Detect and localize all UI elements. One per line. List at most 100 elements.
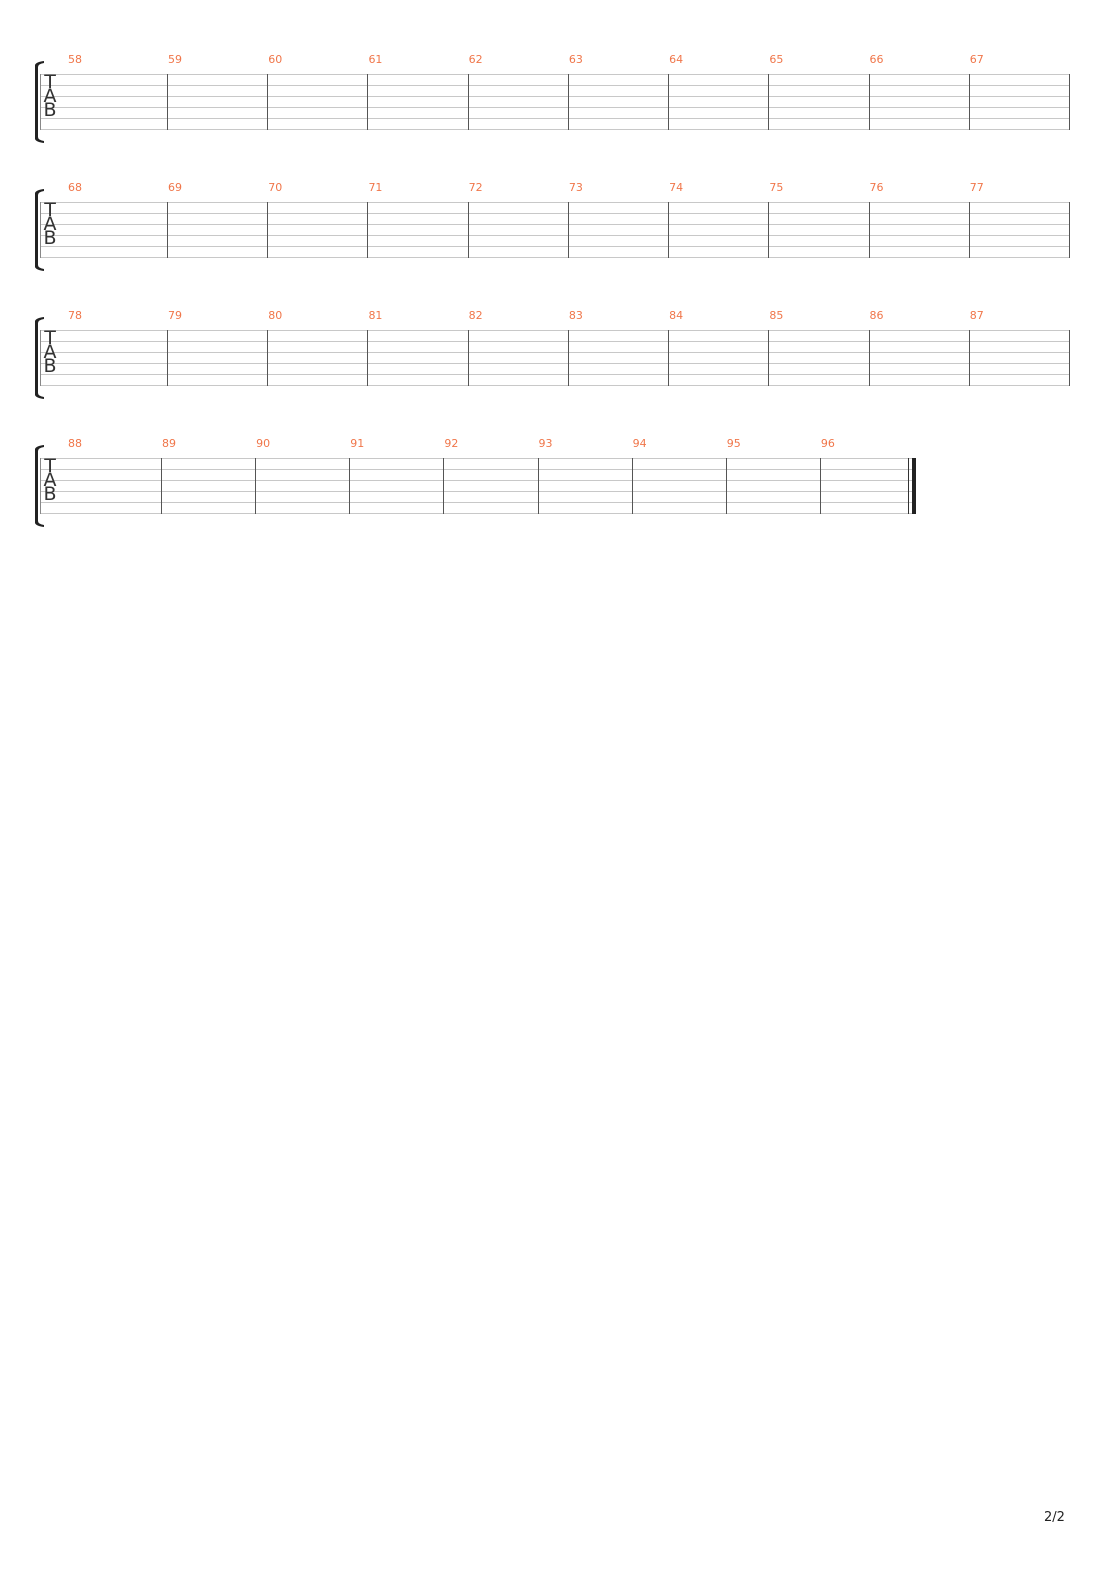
barline [668,74,669,130]
measure-number: 91 [350,437,365,450]
tab-clef-letter: A [43,213,57,235]
opening-barline [40,458,41,514]
barline [167,202,168,258]
barline [367,74,368,130]
string-line [40,330,1070,331]
measure-number: 96 [820,437,835,450]
measure-number: 72 [468,181,483,194]
string-line [40,480,915,481]
measure-number: 67 [969,53,984,66]
barline [668,202,669,258]
measure-number: 94 [632,437,647,450]
measure-number: 79 [168,309,182,322]
barline [768,202,769,258]
barline [267,330,268,386]
measure-number: 71 [368,181,383,194]
string-line [40,363,1070,364]
final-barline-thin [908,458,909,514]
string-line [40,458,915,459]
measure-number: 87 [969,309,984,322]
measure-number: 81 [368,309,383,322]
string-line [40,107,1070,108]
measure-number: 70 [268,181,283,194]
measure-number: 90 [256,437,271,450]
measure-number: 61 [368,53,383,66]
measure-number: 86 [869,309,884,322]
measure-number: 95 [726,437,741,450]
string-line [40,213,1070,214]
barline [768,74,769,130]
barline [1069,74,1070,130]
tab-clef-letter: A [43,85,57,107]
barline [820,458,821,514]
string-line [40,469,915,470]
measure-number: 84 [669,309,684,322]
string-line [40,118,1070,119]
barline [869,202,870,258]
measure-number: 59 [168,53,182,66]
string-line [40,129,1070,130]
measure-number: 78 [68,309,82,322]
string-line [40,224,1070,225]
measure-number: 82 [468,309,483,322]
barline [969,330,970,386]
tab-clef-letter: B [43,355,57,377]
string-line [40,85,1070,86]
measure-number: 58 [68,53,82,66]
barline [1069,202,1070,258]
measure-number: 92 [444,437,459,450]
measure-number: 64 [669,53,684,66]
barline [969,74,970,130]
barline [726,458,727,514]
barline [167,330,168,386]
barline [349,458,350,514]
barline [267,202,268,258]
barline [568,330,569,386]
measure-number: 62 [468,53,483,66]
measure-number: 83 [568,309,583,322]
string-line [40,341,1070,342]
measure-number: 75 [769,181,784,194]
barline [367,202,368,258]
tab-clef-letter: T [44,71,56,93]
string-line [40,385,1070,386]
string-line [40,96,1070,97]
string-line [40,491,915,492]
tab-clef-letter: T [44,199,56,221]
system-bracket [35,445,44,527]
barline [161,458,162,514]
final-barline-thick [912,458,916,514]
barline [869,74,870,130]
measure-number: 80 [268,309,283,322]
measure-number: 66 [869,53,884,66]
system-bracket [35,61,44,143]
string-line [40,374,1070,375]
barline [768,330,769,386]
barline [568,74,569,130]
string-line [40,502,915,503]
barline [969,202,970,258]
opening-barline [40,202,41,258]
barline [167,74,168,130]
barline [668,330,669,386]
string-line [40,246,1070,247]
barline [255,458,256,514]
string-line [40,257,1070,258]
measure-number: 74 [669,181,684,194]
measure-number: 93 [538,437,553,450]
string-line [40,235,1070,236]
measure-number: 65 [769,53,784,66]
barline [538,458,539,514]
barline [267,74,268,130]
barline [468,74,469,130]
page-number: 2/2 [1044,1510,1065,1525]
